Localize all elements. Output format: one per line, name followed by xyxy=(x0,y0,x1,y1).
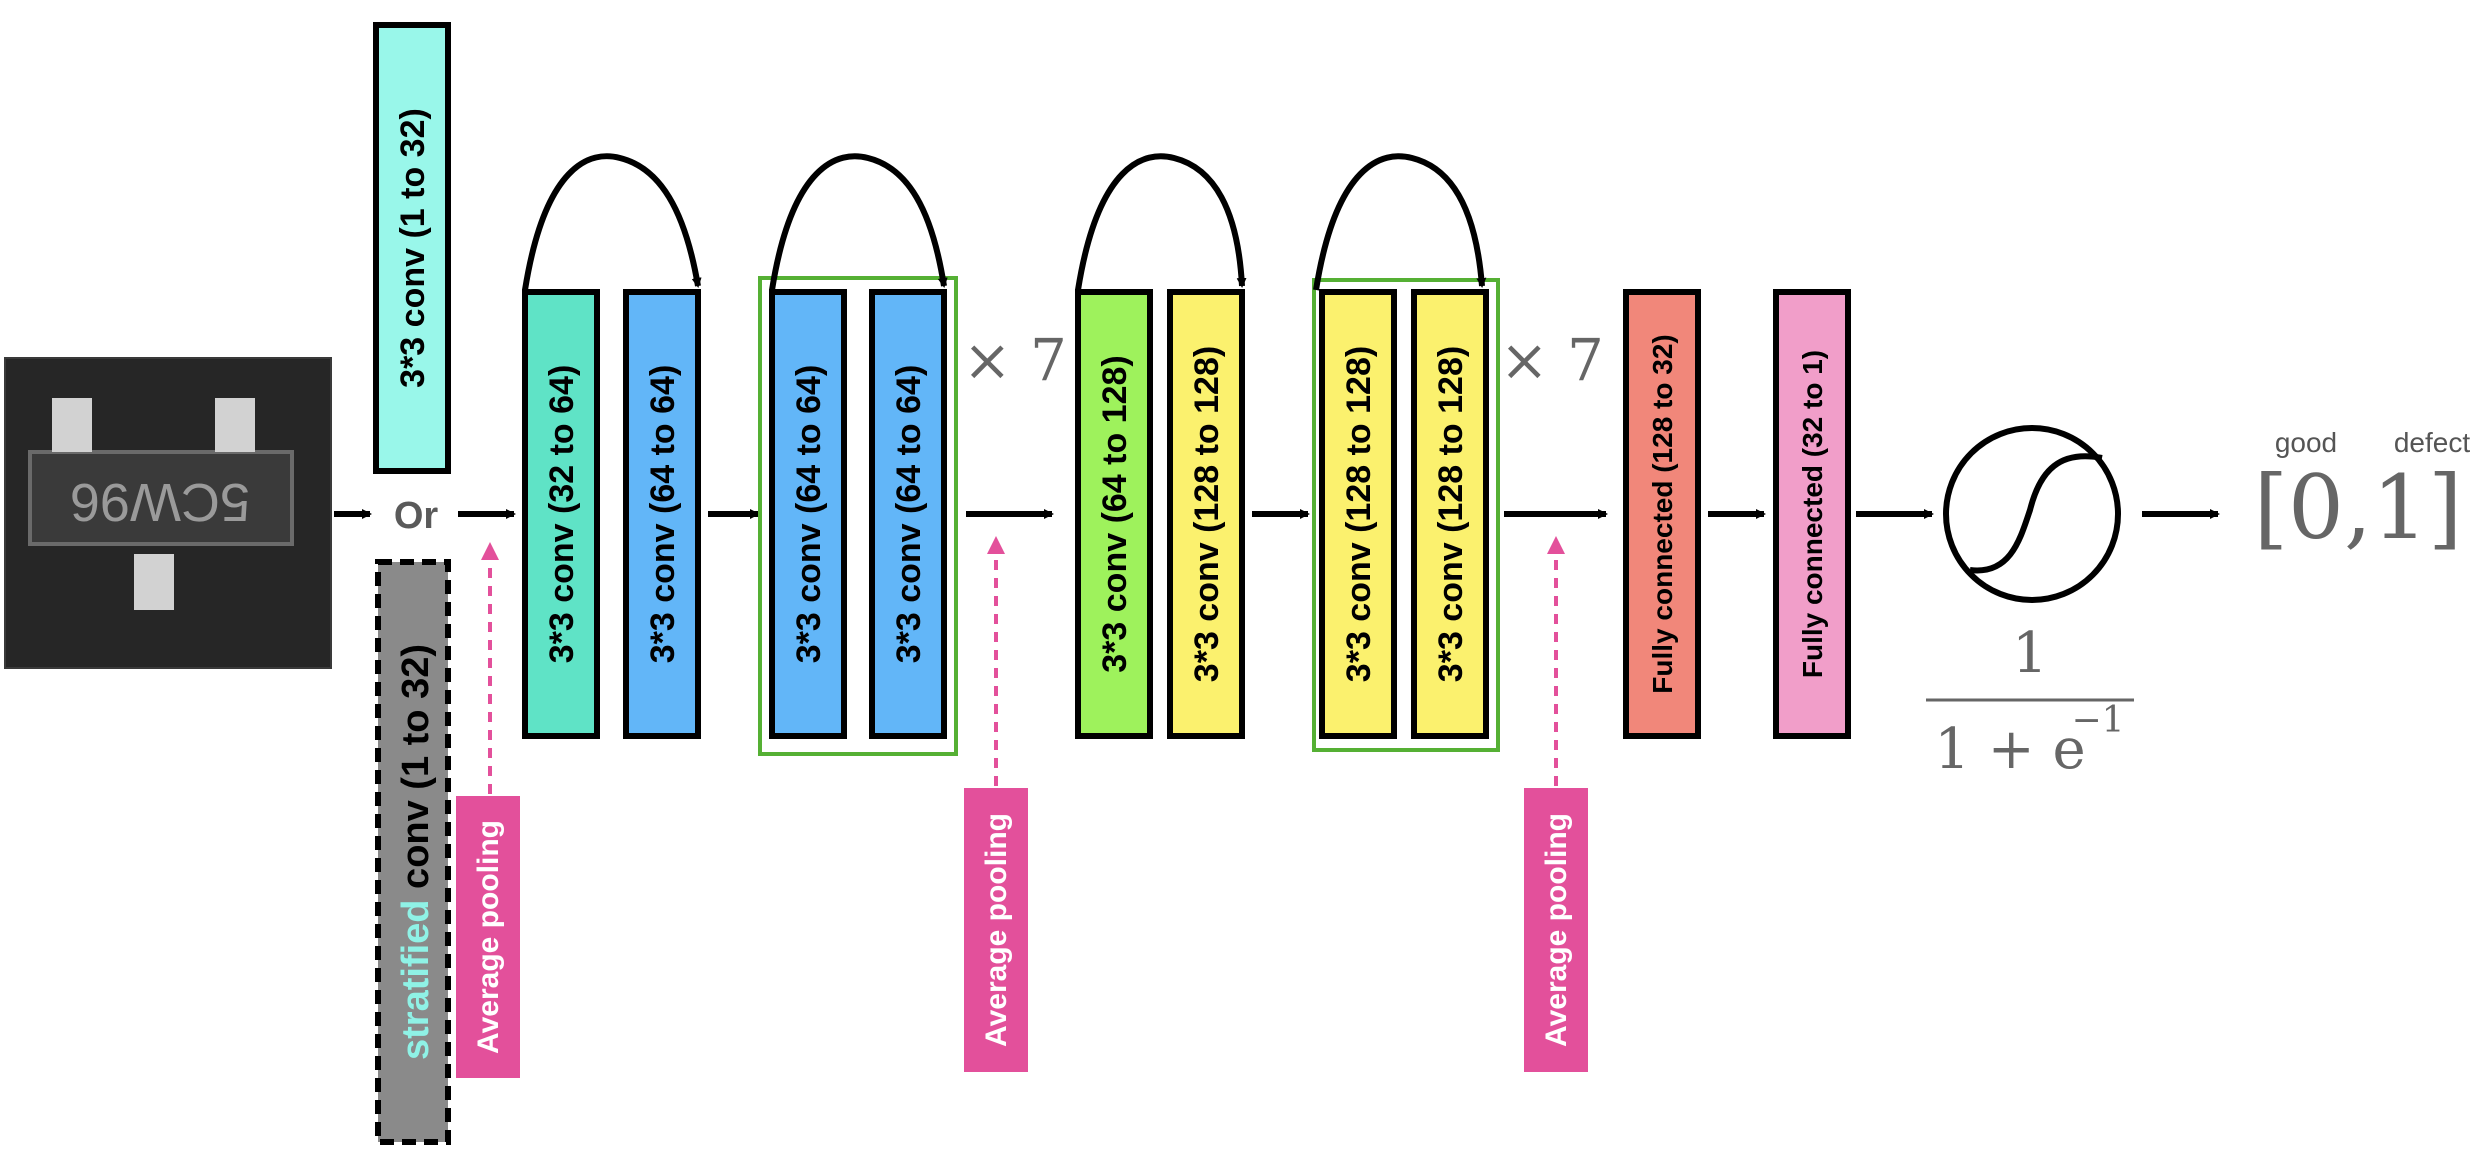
conv-block-2-label: 3*3 conv (64 to 64) xyxy=(644,365,682,664)
conv-block-7: 3*3 conv (128 to 128) xyxy=(1319,289,1397,739)
conv-block-8: 3*3 conv (128 to 128) xyxy=(1411,289,1489,739)
sigmoid-formula: 1 1 + e −1 xyxy=(1926,621,2134,782)
initial-conv-label: 3*3 conv (1 to 32) xyxy=(394,108,432,388)
pooling-label-2: Average pooling xyxy=(980,813,1013,1047)
repeat-group-1-frame xyxy=(758,276,958,756)
conv-block-2: 3*3 conv (64 to 64) xyxy=(623,289,701,739)
fc-block-2-label: Fully connected (32 to 1) xyxy=(1797,350,1828,678)
fc-block-2: Fully connected (32 to 1) xyxy=(1773,289,1851,739)
output-good-label: good xyxy=(2275,427,2337,458)
conv-block-1-label: 3*3 conv (32 to 64) xyxy=(543,365,581,664)
fc-block-1: Fully connected (128 to 32) xyxy=(1623,289,1701,739)
skip-connection-3 xyxy=(1075,153,1247,291)
output-range: [0,1] xyxy=(2254,456,2463,559)
fc-block-1-label: Fully connected (128 to 32) xyxy=(1647,334,1678,693)
conv-block-6: 3*3 conv (128 to 128) xyxy=(1167,289,1245,739)
input-image: 5CW96 xyxy=(4,357,332,669)
conv-block-7-label: 3*3 conv (128 to 128) xyxy=(1340,346,1378,682)
repeat-label-1: × 7 xyxy=(963,326,1067,394)
pooling-label-1: Average pooling xyxy=(472,820,505,1054)
repeat-label-2: × 7 xyxy=(1500,326,1604,394)
conv-block-6-label: 3*3 conv (128 to 128) xyxy=(1188,346,1226,682)
sigmoid-numerator: 1 xyxy=(2012,621,2048,686)
stratified-conv-label: stratified conv (1 to 32) xyxy=(395,644,437,1060)
sigmoid-denominator: 1 + e xyxy=(1934,717,2085,782)
skip-connection-1 xyxy=(522,153,702,291)
conv-block-5-label: 3*3 conv (64 to 128) xyxy=(1096,355,1134,672)
conv-block-3-label: 3*3 conv (64 to 64) xyxy=(790,365,828,664)
pooling-callout-1: Average pooling xyxy=(456,542,520,1078)
conv-block-1: 3*3 conv (32 to 64) xyxy=(522,289,600,739)
pooling-label-3: Average pooling xyxy=(1540,813,1573,1047)
conv-block-4: 3*3 conv (64 to 64) xyxy=(869,289,947,739)
stratified-word: stratified xyxy=(395,900,437,1060)
initial-conv-block: 3*3 conv (1 to 32) xyxy=(373,22,451,474)
conv-block-3: 3*3 conv (64 to 64) xyxy=(769,289,847,739)
conv-block-4-label: 3*3 conv (64 to 64) xyxy=(890,365,928,664)
output-defect-label: defect xyxy=(2394,427,2470,458)
repeat-group-2-frame xyxy=(1312,278,1500,752)
or-label: Or xyxy=(394,495,439,537)
stratified-conv-block: stratified conv (1 to 32) xyxy=(375,559,451,1145)
pooling-callout-3: Average pooling xyxy=(1524,536,1588,1072)
skip-connection-2 xyxy=(769,153,948,291)
conv-block-5: 3*3 conv (64 to 128) xyxy=(1075,289,1153,739)
chip-marking: 5CW96 xyxy=(70,472,250,532)
skip-connection-4 xyxy=(1313,153,1487,291)
sigmoid-exponent: −1 xyxy=(2071,700,2124,741)
stratified-conv-rest: conv (1 to 32) xyxy=(395,644,437,900)
conv-block-8-label: 3*3 conv (128 to 128) xyxy=(1432,346,1470,682)
sigmoid-icon xyxy=(1943,425,2121,603)
pooling-callout-2: Average pooling xyxy=(964,536,1028,1072)
